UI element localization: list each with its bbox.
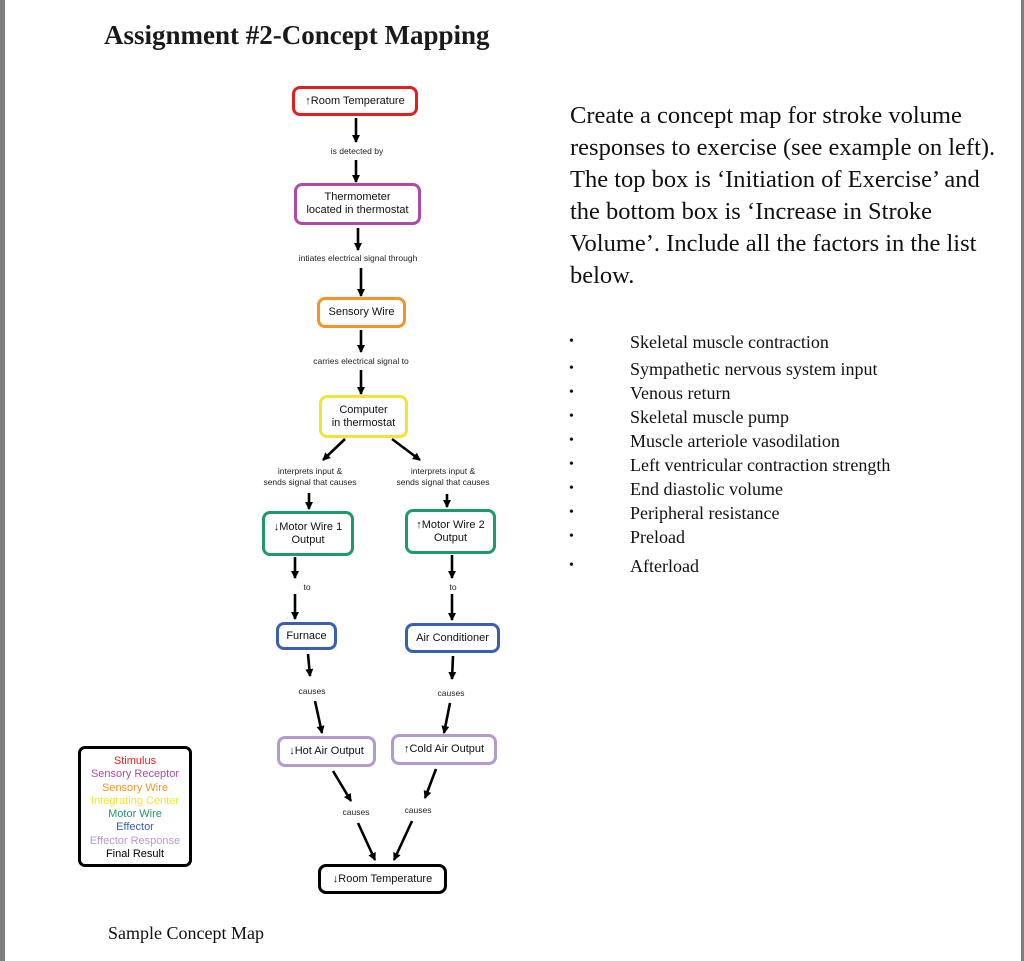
arrow: [448, 655, 457, 680]
cold-air-output-box: ↑Cold Air Output: [391, 734, 497, 765]
to-left-label: to: [303, 582, 311, 592]
page-border-right: [1021, 0, 1024, 961]
arrow: [441, 702, 452, 734]
factor-item: Peripheral resistance: [566, 501, 890, 525]
interprets-left-label: interprets input & sends signal that cau…: [263, 466, 357, 487]
causes-right-1-label: causes: [437, 688, 465, 698]
arrow: [331, 770, 353, 802]
factor-item: Muscle arteriole vasodilation: [566, 429, 890, 453]
computer-box: Computer in thermostat: [319, 395, 408, 438]
legend-stimulus: Stimulus: [113, 755, 157, 767]
legend-sensory-wire: Sensory Wire: [101, 781, 169, 794]
factor-item: Skeletal muscle pump: [566, 405, 890, 429]
arrow: [392, 820, 414, 861]
factor-item: Afterload: [566, 554, 890, 578]
arrow: [356, 822, 377, 861]
sensory-wire-box: Sensory Wire: [317, 297, 406, 328]
legend-sensory-receptor: Sensory Receptor: [90, 768, 180, 781]
initiates-signal-label: intiates electrical signal through: [298, 253, 418, 263]
page-title: Assignment #2-Concept Mapping: [104, 20, 490, 50]
causes-left-2-label: causes: [342, 807, 370, 817]
interprets-right-label: interprets input & sends signal that cau…: [396, 466, 490, 487]
legend-motor-wire: Motor Wire: [108, 808, 162, 821]
color-legend: Stimulus Sensory Receptor Sensory Wire I…: [78, 746, 192, 867]
sample-concept-map-caption: Sample Concept Map: [108, 923, 264, 943]
factor-item: End diastolic volume: [566, 477, 890, 501]
arrow: [313, 700, 325, 734]
arrow: [391, 437, 421, 462]
factor-item: Venous return: [566, 381, 890, 405]
factor-list: Skeletal muscle contraction Sympathetic …: [566, 330, 890, 578]
hot-air-output-box: ↓Hot Air Output: [277, 736, 376, 767]
arrow: [423, 768, 438, 799]
room-temperature-down-box: ↓Room Temperature: [318, 864, 447, 894]
legend-final-result: Final Result: [105, 848, 165, 861]
factor-item: Skeletal muscle contraction: [566, 330, 890, 354]
factor-item: Sympathetic nervous system input: [566, 357, 890, 381]
carries-signal-label: carries electrical signal to: [313, 356, 409, 366]
motor-wire-1-box: ↓Motor Wire 1 Output: [262, 511, 354, 556]
is-detected-by-label: is detected by: [330, 146, 384, 156]
instructions-text: Create a concept map for stroke volume r…: [570, 102, 996, 289]
thermometer-box: Thermometer located in thermostat: [294, 183, 421, 225]
air-conditioner-box: Air Conditioner: [405, 623, 500, 653]
causes-right-2-label: causes: [404, 805, 432, 815]
arrow: [305, 653, 314, 677]
arrow: [322, 438, 346, 461]
furnace-box: Furnace: [276, 622, 337, 650]
factor-item: Left ventricular contraction strength: [566, 453, 890, 477]
to-right-label: to: [449, 582, 457, 592]
motor-wire-2-box: ↑Motor Wire 2 Output: [405, 509, 496, 554]
factor-item: Preload: [566, 525, 890, 549]
causes-left-1-label: causes: [298, 686, 326, 696]
page-border-left: [0, 0, 5, 961]
legend-effector: Effector: [116, 821, 154, 834]
legend-effector-response: Effector Response: [89, 834, 181, 847]
legend-integrating-center: Integrating Center: [90, 794, 180, 807]
room-temperature-up-box: ↑Room Temperature: [292, 86, 418, 116]
